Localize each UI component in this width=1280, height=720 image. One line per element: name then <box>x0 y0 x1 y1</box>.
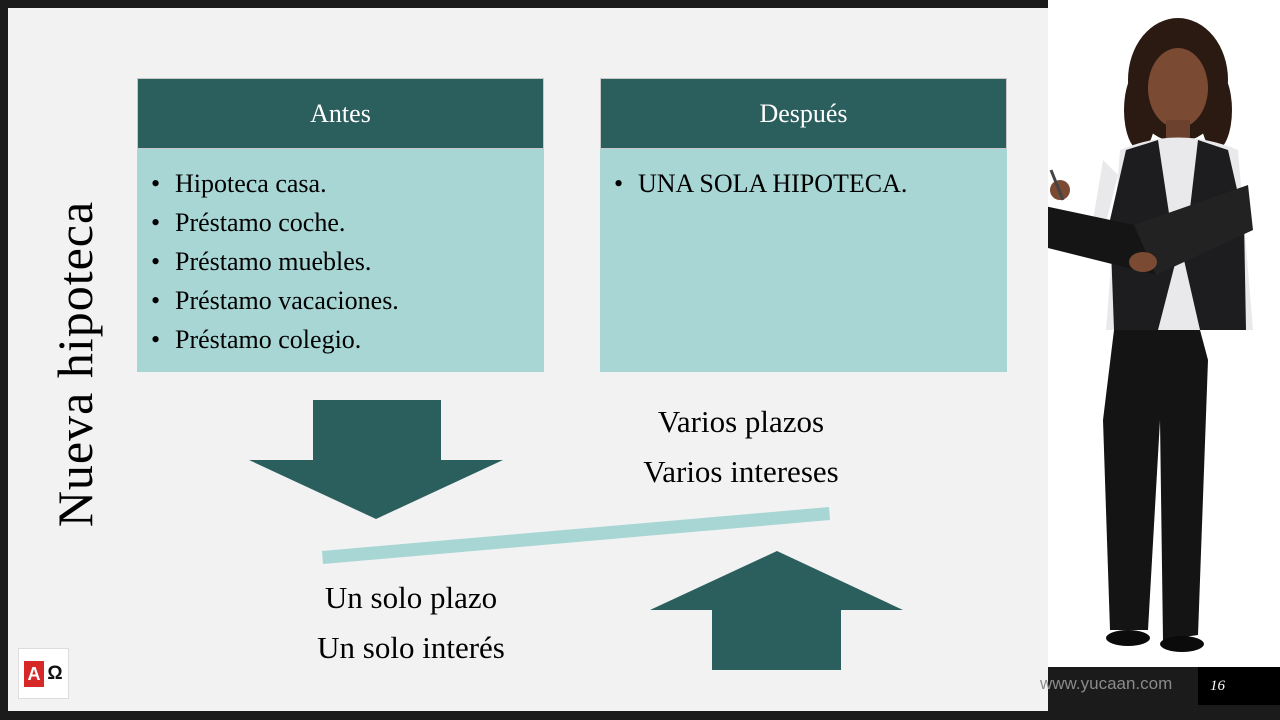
list-item: Préstamo muebles. <box>151 242 544 281</box>
before-body: Hipoteca casa. Préstamo coche. Préstamo … <box>137 149 544 372</box>
list-item: Préstamo colegio. <box>151 320 544 359</box>
page-number: 16 <box>1198 667 1280 705</box>
logo-letter-a: A <box>24 661 44 687</box>
diagram-shapes <box>249 400 903 670</box>
single-rate-text: Un solo interés <box>317 630 505 665</box>
after-header: Después <box>600 78 1007 149</box>
before-list: Hipoteca casa. Préstamo coche. Préstamo … <box>137 149 544 359</box>
many-rates-text: Varios intereses <box>643 454 839 489</box>
website-url: www.yucaan.com <box>1040 674 1173 693</box>
after-list: UNA SOLA HIPOTECA. <box>600 149 1007 203</box>
list-item: Préstamo coche. <box>151 203 544 242</box>
single-term-text: Un solo plazo <box>324 580 498 615</box>
balance-beam <box>322 507 830 564</box>
list-item: Hipoteca casa. <box>151 164 544 203</box>
down-arrow-icon <box>249 400 503 519</box>
logo: A Ω <box>18 648 69 699</box>
businesswoman-photo <box>1016 18 1253 652</box>
list-item: UNA SOLA HIPOTECA. <box>614 164 1007 203</box>
before-header: Antes <box>137 78 544 149</box>
up-arrow-icon <box>650 551 903 670</box>
photo-panel <box>1016 0 1280 667</box>
after-body: UNA SOLA HIPOTECA. <box>600 149 1007 372</box>
logo-letter-omega: Ω <box>47 663 63 684</box>
many-terms-text: Varios plazos <box>657 404 825 439</box>
list-item: Préstamo vacaciones. <box>151 281 544 320</box>
